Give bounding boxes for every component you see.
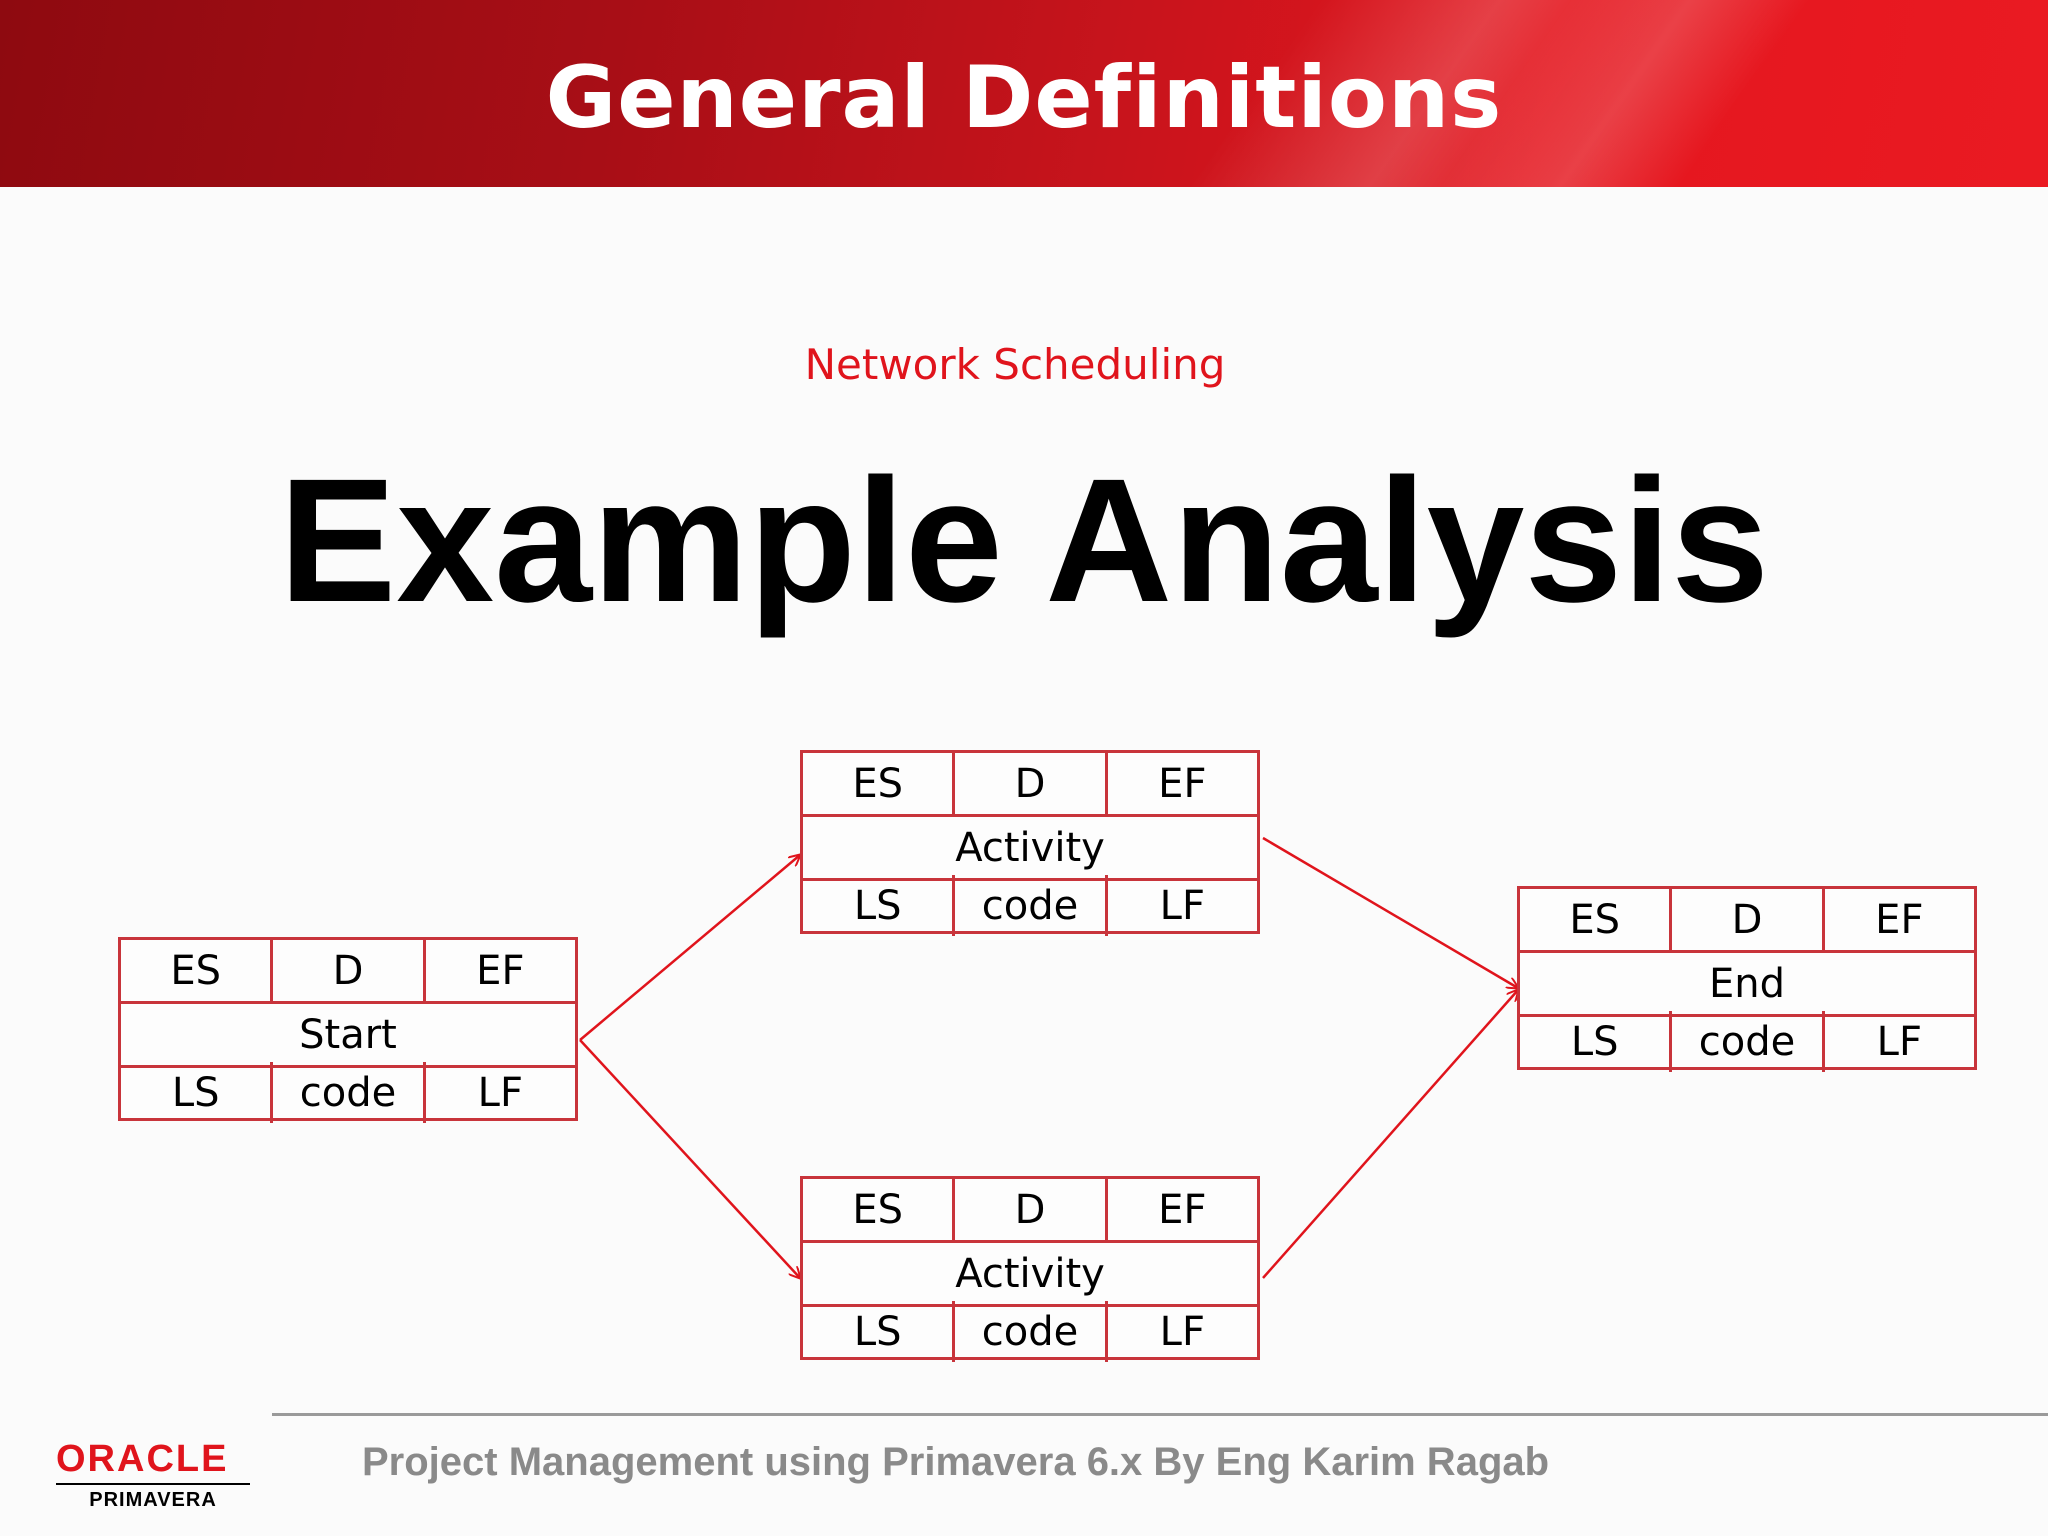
- node-activity-top: ES D EF Activity LS code LF: [800, 750, 1260, 936]
- node-code: code: [952, 1301, 1104, 1362]
- logo-divider: [56, 1483, 250, 1485]
- node-lf: LF: [1821, 1011, 1974, 1072]
- main-title: Example Analysis: [278, 443, 1770, 639]
- header-title: General Definitions: [545, 48, 1503, 148]
- node-name: Start: [299, 1011, 397, 1058]
- node-ls: LS: [853, 882, 902, 929]
- node-name: End: [1708, 960, 1785, 1007]
- node-es: ES: [170, 947, 221, 994]
- arrow-start-to-activity2: [579, 1039, 800, 1278]
- node-end: ES D EF End LS code LF: [1517, 886, 1977, 1072]
- node-ef: EF: [422, 940, 575, 1001]
- node-name: Activity: [955, 1250, 1105, 1297]
- logo-product: PRIMAVERA: [89, 1489, 217, 1511]
- oracle-primavera-logo: ORACLE PRIMAVERA: [56, 1438, 256, 1512]
- arrow-activity1-to-end: [1262, 836, 1518, 988]
- node-ef: EF: [1821, 889, 1974, 950]
- node-code: code: [270, 1062, 422, 1123]
- node-es: ES: [852, 1186, 903, 1233]
- node-lf: LF: [422, 1062, 575, 1123]
- node-es: ES: [1569, 896, 1620, 943]
- node-ls: LS: [853, 1308, 902, 1355]
- arrow-activity2-to-end: [1262, 990, 1518, 1279]
- node-duration: D: [952, 1179, 1104, 1240]
- footer-credit: Project Management using Primavera 6.x B…: [362, 1440, 1550, 1484]
- node-lf: LF: [1104, 875, 1257, 936]
- node-duration: D: [270, 940, 422, 1001]
- node-code: code: [952, 875, 1104, 936]
- node-name: Activity: [955, 824, 1105, 871]
- node-ef: EF: [1104, 1179, 1257, 1240]
- subtitle: Network Scheduling: [804, 340, 1226, 389]
- node-lf: LF: [1104, 1301, 1257, 1362]
- node-activity-bottom: ES D EF Activity LS code LF: [800, 1176, 1260, 1362]
- arrow-start-to-activity1: [579, 855, 800, 1041]
- node-code: code: [1669, 1011, 1821, 1072]
- node-ls: LS: [1570, 1018, 1619, 1065]
- node-start: ES D EF Start LS code LF: [118, 937, 578, 1123]
- node-duration: D: [952, 753, 1104, 814]
- node-es: ES: [852, 760, 903, 807]
- logo-brand: ORACLE: [56, 1438, 229, 1480]
- node-duration: D: [1669, 889, 1821, 950]
- node-ls: LS: [171, 1069, 220, 1116]
- node-ef: EF: [1104, 753, 1257, 814]
- footer-divider: [272, 1413, 2048, 1416]
- header-banner: General Definitions: [0, 0, 2048, 187]
